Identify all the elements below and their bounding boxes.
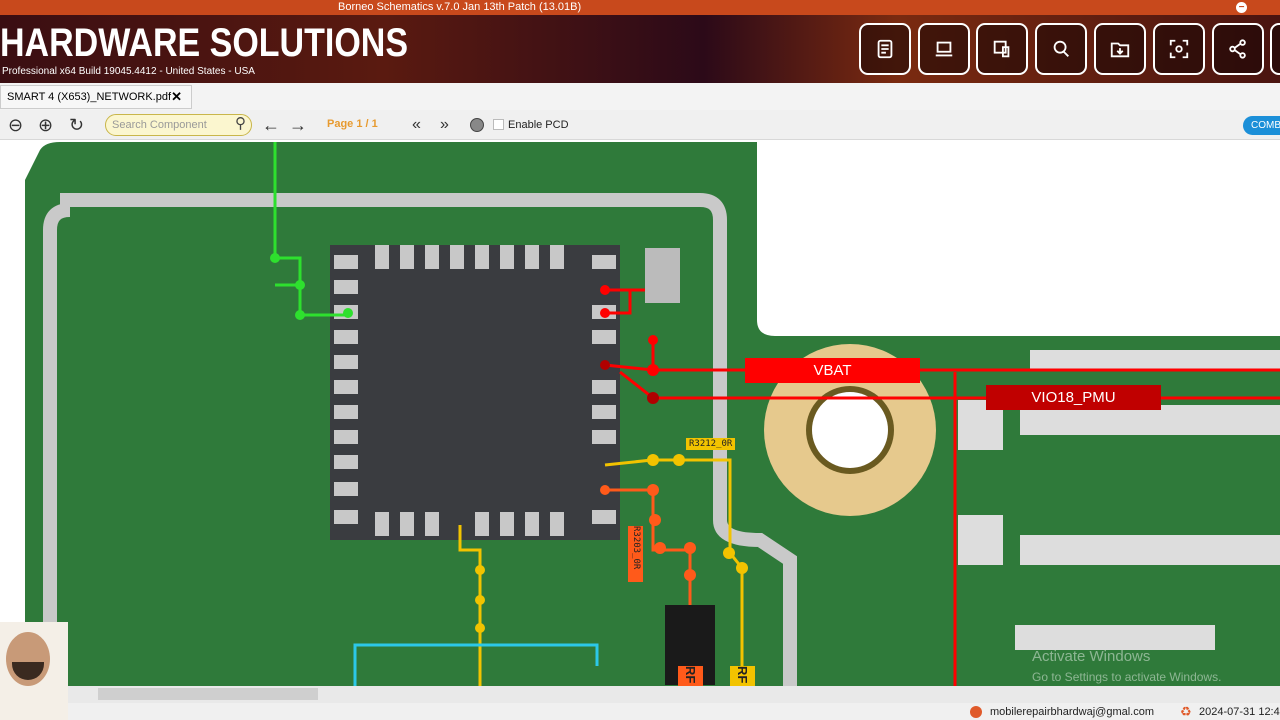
share-button[interactable] <box>1212 23 1264 75</box>
rf-label-2[interactable]: RF <box>730 666 755 686</box>
user-email: mobilerepairbhardwaj@gmal.com <box>990 706 1155 718</box>
schematic-list-icon <box>877 39 893 59</box>
share-icon <box>1229 39 1246 59</box>
toolbar: ⊖ ⊕ ↻ Search Component ⚲ ← → Page 1 / 1 … <box>0 110 1280 140</box>
vbat-net-label[interactable]: VBAT <box>745 358 920 383</box>
rotate-icon[interactable]: ↻ <box>69 115 85 135</box>
window-title: Borneo Schematics v.7.0 Jan 13th Patch (… <box>338 1 582 13</box>
page-indicator: Page 1 / 1 <box>327 118 378 130</box>
combo-button[interactable]: COMB <box>1243 116 1280 135</box>
search-icon[interactable]: ⚲ <box>235 115 246 132</box>
scan-icon <box>1169 39 1189 59</box>
title-bar: Borneo Schematics v.7.0 Jan 13th Patch (… <box>0 0 1280 15</box>
horizontal-scrollbar[interactable] <box>68 686 1280 703</box>
color-picker-icon[interactable] <box>470 118 484 132</box>
sync-icon: ♻ <box>1180 704 1192 719</box>
devices-button[interactable] <box>976 23 1028 75</box>
search-location-icon <box>1053 40 1069 57</box>
rf-label-1[interactable]: RF <box>678 666 703 686</box>
r3212-label[interactable]: R3212_0R <box>686 438 736 450</box>
r3203-label[interactable]: R3203_0R <box>628 526 643 582</box>
zoom-out-icon[interactable]: ⊖ <box>8 115 24 135</box>
document-tab[interactable]: SMART 4 (X653)_NETWORK.pdf ✕ <box>0 85 192 109</box>
tab-bar: SMART 4 (X653)_NETWORK.pdf ✕ <box>0 83 1280 110</box>
enable-pcd-checkbox[interactable] <box>493 119 504 130</box>
schematic-list-button[interactable] <box>859 23 911 75</box>
search-placeholder: Search Component <box>112 119 207 131</box>
activate-windows-title: Activate Windows <box>1032 648 1151 665</box>
last-page-icon[interactable]: » <box>440 116 449 133</box>
app-banner: HARDWARE SOLUTIONS Professional x64 Buil… <box>0 15 1280 83</box>
close-tab-icon[interactable]: ✕ <box>171 89 182 104</box>
laptop-icon <box>935 41 953 57</box>
vio18-net-label[interactable]: VIO18_PMU <box>986 385 1161 410</box>
pcb-viewer[interactable]: VBAT VIO18_PMU R3212_0R R3203_0R RF RF A… <box>0 140 1280 686</box>
activate-windows-subtitle: Go to Settings to activate Windows. <box>1032 670 1222 684</box>
search-component-input[interactable]: Search Component ⚲ <box>105 114 252 136</box>
status-bar: mobilerepairbhardwaj@gmal.com ♻ 2024-07-… <box>0 703 1280 720</box>
user-icon <box>970 706 982 718</box>
pcb-board <box>25 142 1280 686</box>
scrollbar-thumb[interactable] <box>98 688 318 700</box>
enable-pcd-label: Enable PCD <box>508 119 569 131</box>
search-location-button[interactable] <box>1035 23 1087 75</box>
yellow-net <box>458 458 744 686</box>
more-button[interactable] <box>1270 23 1280 75</box>
build-info: Professional x64 Build 19045.4412 - Unit… <box>2 66 255 77</box>
cyan-net <box>353 643 599 686</box>
brand-title: HARDWARE SOLUTIONS <box>0 21 408 65</box>
folder-download-icon <box>1110 42 1130 58</box>
avatar <box>0 622 68 720</box>
scan-button[interactable] <box>1153 23 1205 75</box>
first-page-icon[interactable]: « <box>412 116 421 133</box>
status-datetime: 2024-07-31 12:4 <box>1199 706 1280 718</box>
zoom-in-icon[interactable]: ⊕ <box>38 115 54 135</box>
devices-icon <box>993 40 1010 58</box>
back-arrow-icon[interactable]: ← <box>262 115 280 135</box>
laptop-button[interactable] <box>918 23 970 75</box>
forward-arrow-icon[interactable]: → <box>289 115 307 135</box>
ic-chip <box>330 245 620 540</box>
minimize-button[interactable]: − <box>1236 2 1247 13</box>
document-tab-label: SMART 4 (X653)_NETWORK.pdf <box>7 91 172 103</box>
folder-download-button[interactable] <box>1094 23 1146 75</box>
